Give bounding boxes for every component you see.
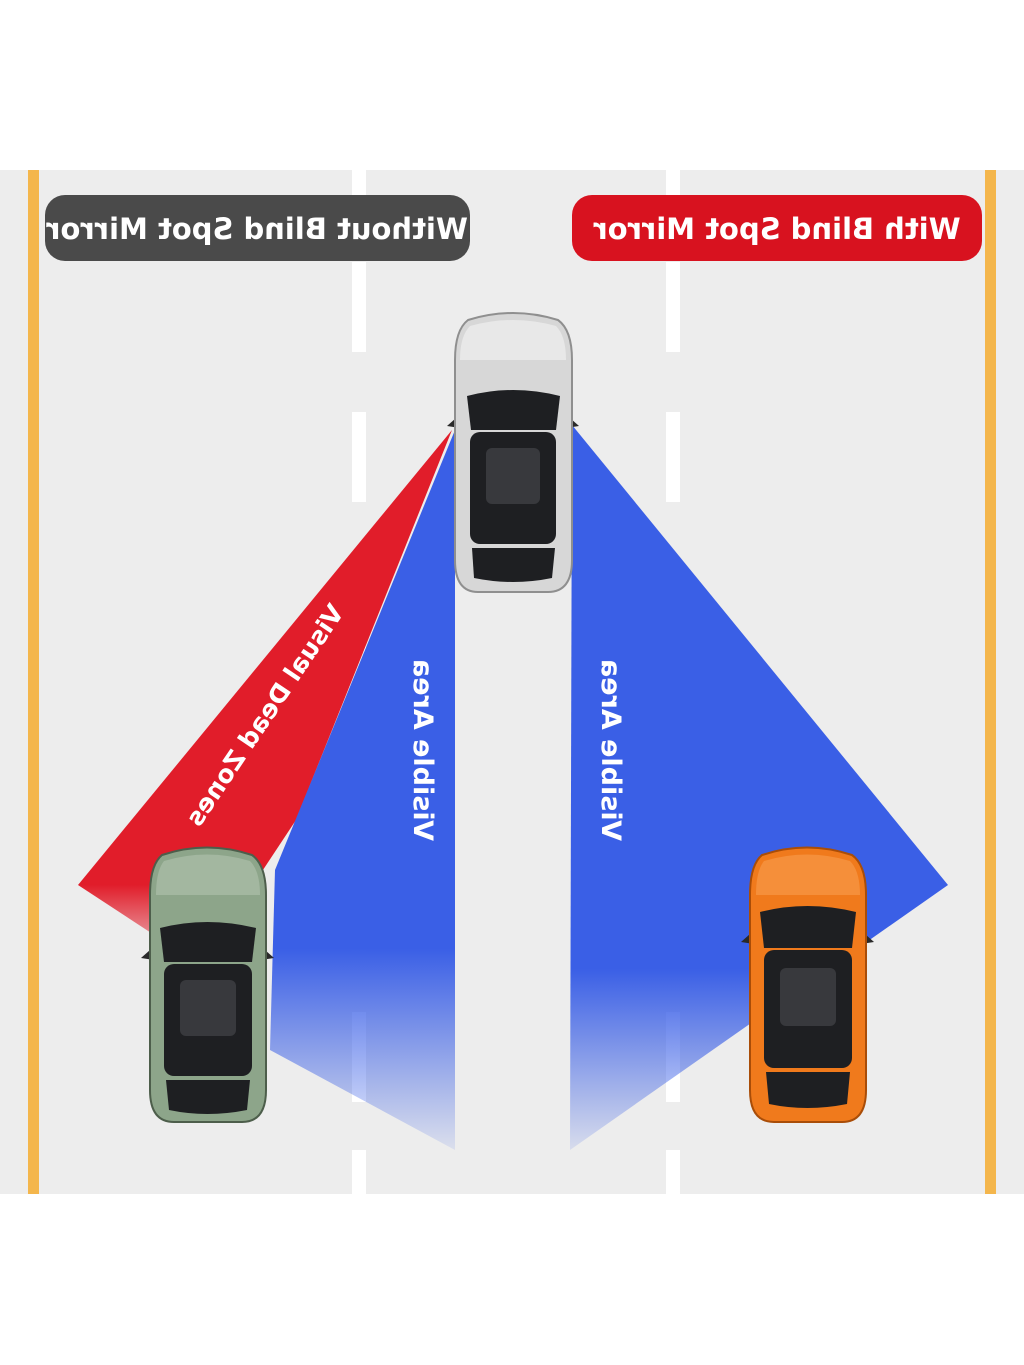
right-badge-label: With Blind Spot Mirror <box>593 212 961 246</box>
right-edge-line <box>985 170 996 1194</box>
visible-area-right <box>570 425 948 1150</box>
left-edge-line <box>28 170 39 1194</box>
left-badge-label: Without Blind Spot Mirror <box>46 212 468 246</box>
visible-area-right-label: Visible Area <box>595 659 626 841</box>
orange-car-icon <box>741 846 874 1123</box>
left-badge <box>45 195 470 261</box>
right-badge <box>572 195 982 261</box>
white-car-icon <box>447 312 579 593</box>
green-car-icon <box>141 846 274 1123</box>
visible-area-left-label: Visible Area <box>407 659 438 841</box>
dead-zone-area <box>78 430 452 965</box>
visible-area-left <box>270 430 455 1150</box>
